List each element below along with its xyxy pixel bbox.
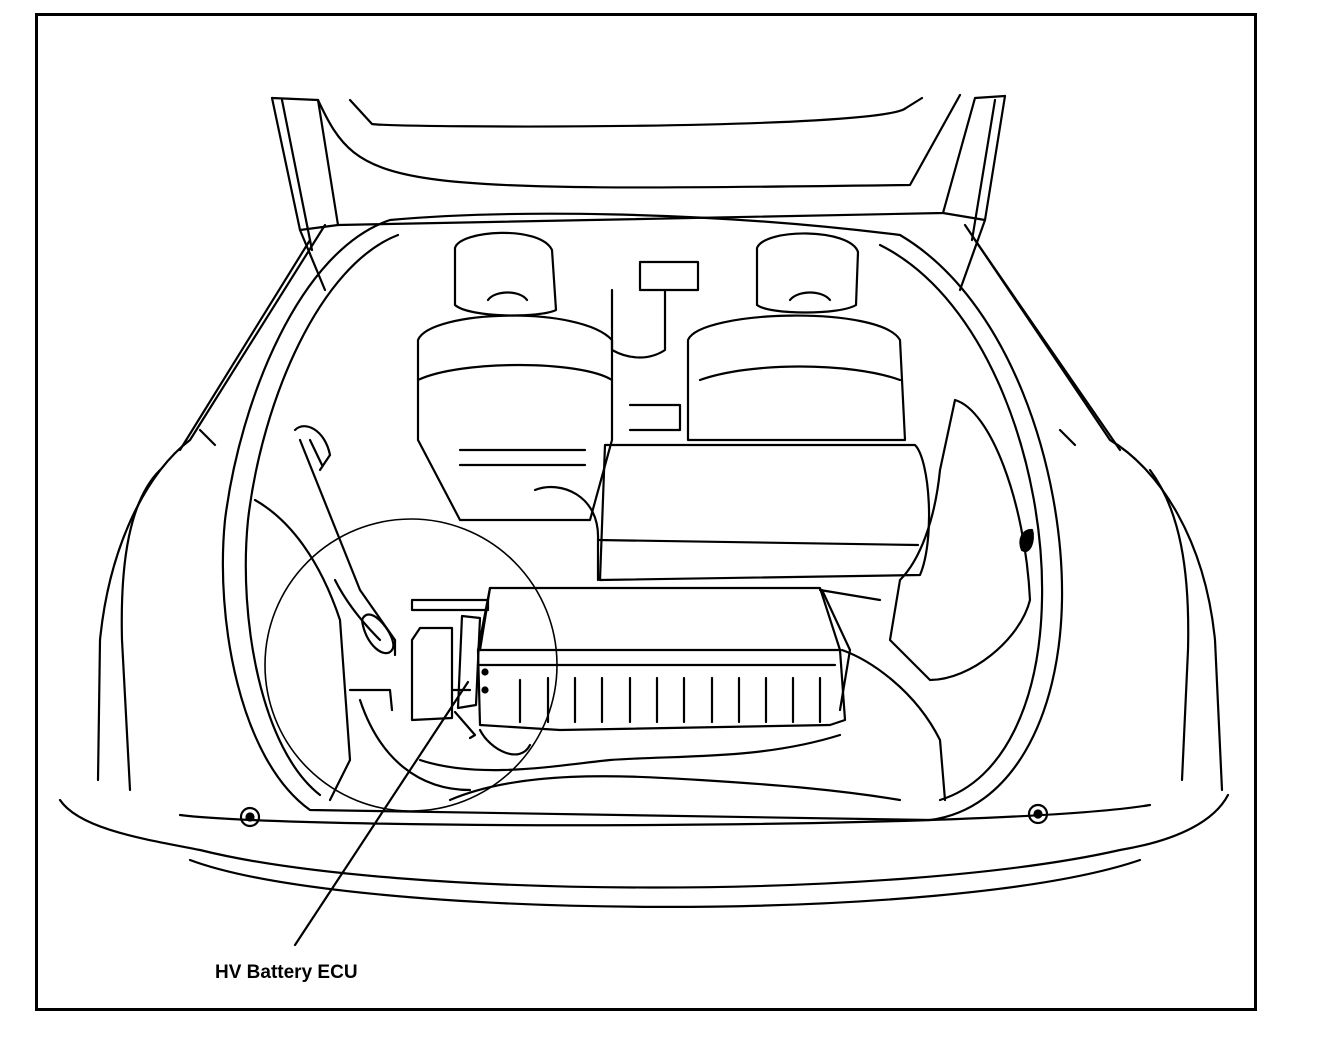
mounting-bolts [239, 803, 1049, 828]
hv-battery-pack [476, 586, 847, 732]
detail-circle [264, 518, 558, 812]
side-trim [198, 398, 1077, 802]
cargo-opening [221, 212, 1064, 822]
diagram-frame [35, 13, 1257, 1011]
hv-battery-ecu [348, 598, 490, 740]
cargo-floor [358, 588, 902, 802]
callout-leader-line [293, 680, 470, 947]
rear-seats [416, 231, 931, 582]
liftgate [270, 93, 1007, 292]
body-opening [58, 223, 1230, 908]
callout-label-hv-battery-ecu: HV Battery ECU [215, 962, 358, 983]
